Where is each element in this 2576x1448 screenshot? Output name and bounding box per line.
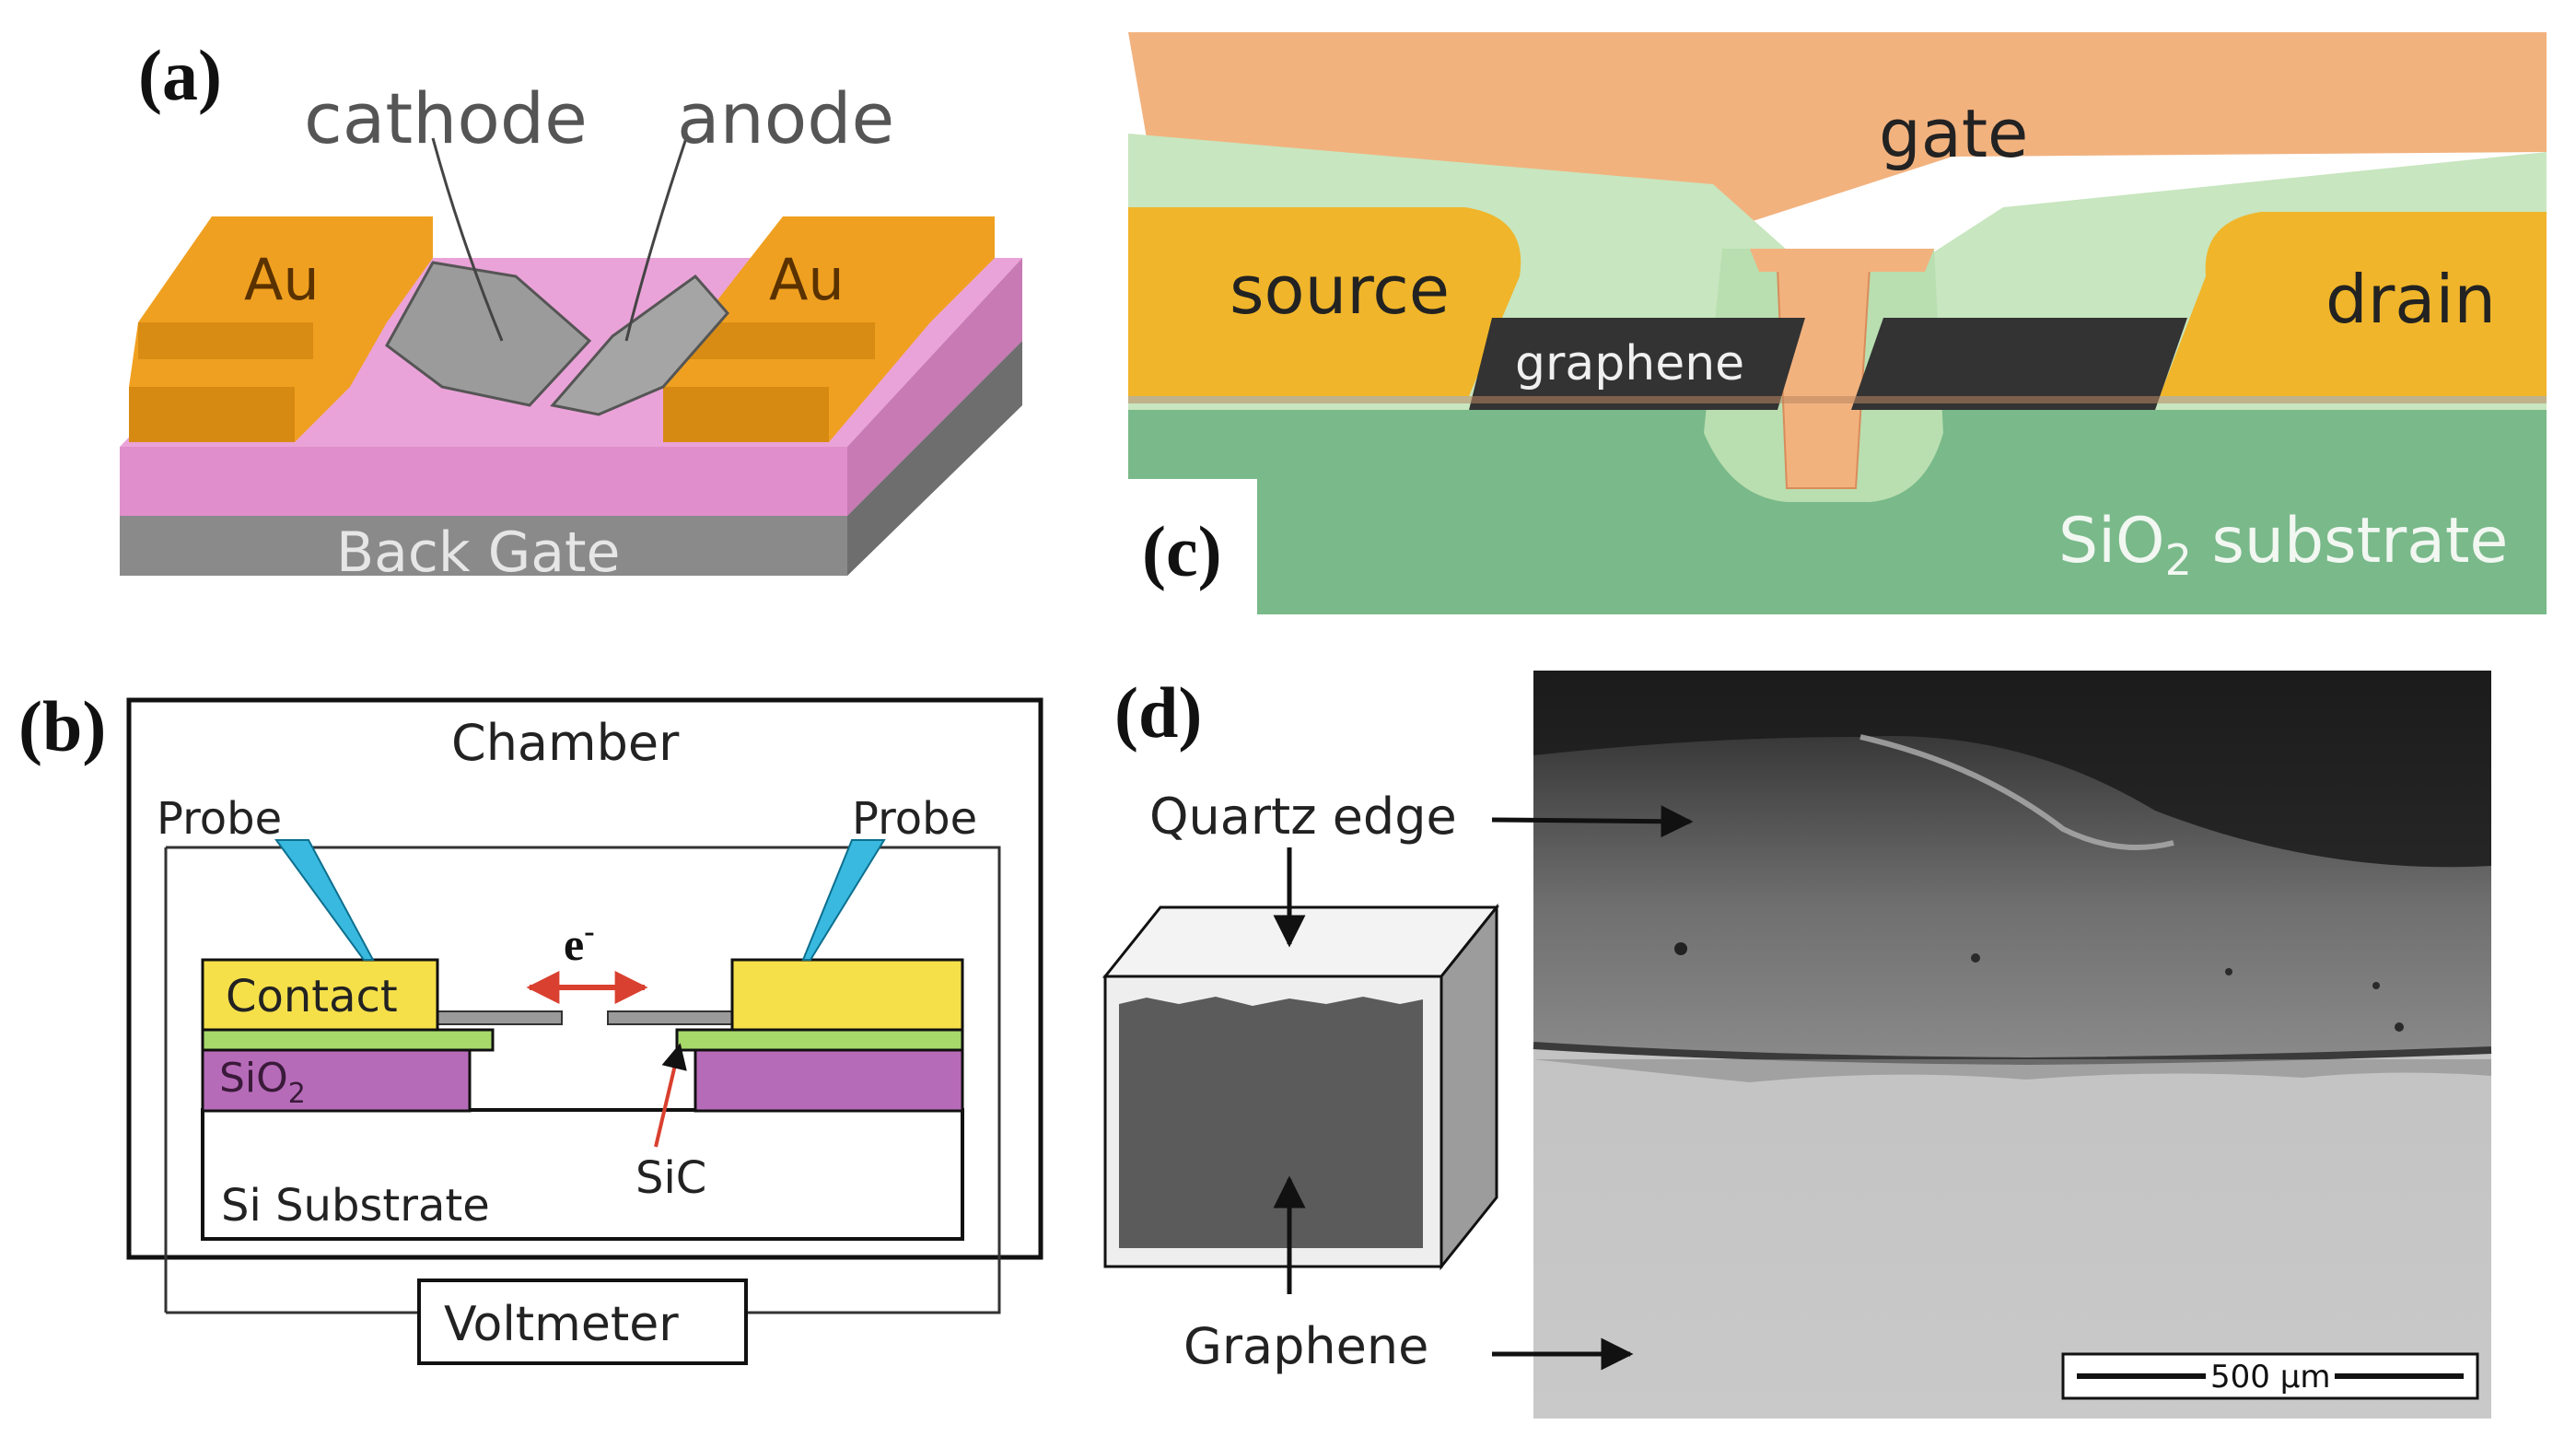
cathode-leader: [431, 137, 504, 342]
sic-layer-left: [201, 1028, 495, 1052]
au-electrode-left: [129, 216, 433, 442]
graphene-label: Graphene: [1183, 1317, 1428, 1375]
voltmeter-label: Voltmeter: [444, 1297, 679, 1352]
au-right-label: Au: [769, 246, 845, 313]
anode-leader: [624, 137, 688, 342]
au-left-label: Au: [244, 246, 320, 313]
panel-b-letter: (b): [18, 686, 106, 766]
electron-label: e-: [564, 915, 595, 970]
graphene-film: [1119, 997, 1423, 1248]
panel-c: gate source drain graphene SiO2 substrat…: [1128, 32, 2547, 614]
cathode-flake: [385, 261, 592, 407]
voltmeter-box: [417, 1279, 748, 1365]
panel-a-letter: (a): [138, 35, 222, 115]
contact-strip: [1128, 396, 2547, 403]
graphene-left: [1469, 318, 1805, 410]
chamber-label: Chamber: [451, 714, 680, 772]
emitter-left: [432, 1010, 563, 1025]
sio2-left: [201, 1048, 472, 1113]
panel-c-letter-gap: [1128, 479, 1257, 614]
panel-b: (b) Chamber Si Substrate SiO2 Contact Pr…: [18, 686, 1043, 1365]
drain-electrode: [2160, 212, 2547, 396]
panel-a: (a) cathode anode Au Au Back Gat: [120, 35, 1022, 585]
panel-d-letter: (d): [1114, 672, 1202, 753]
chamber-box: [126, 697, 1043, 1260]
au-electrode-right: [663, 216, 995, 442]
substrate-label: SiO2 substrate: [2058, 505, 2508, 585]
sic-layer-right: [675, 1028, 964, 1052]
sio2-right: [694, 1048, 964, 1113]
scale-bar-label: 500 µm: [2210, 1359, 2330, 1395]
probe-right: [801, 839, 886, 961]
gate-label: gate: [1879, 95, 2028, 172]
sem-image: [1533, 671, 2492, 1419]
gate-cap: [1750, 249, 1934, 272]
quartz-cube: [1102, 903, 1500, 1271]
back-gate-front: [120, 516, 847, 576]
probe-left: [274, 839, 375, 961]
source-label: source: [1230, 251, 1450, 329]
si-substrate: [201, 1108, 964, 1241]
dielectric-front: [120, 447, 847, 516]
quartz-edge-label: Quartz edge: [1149, 788, 1457, 846]
source-electrode: [1128, 207, 1521, 396]
graphene-right: [1851, 318, 2187, 410]
back-gate-side: [847, 341, 1022, 576]
contact-right: [730, 958, 964, 1032]
panel-c-letter: (c): [1142, 511, 1222, 591]
contact-left: [201, 958, 439, 1032]
sic-pointer: [654, 1043, 687, 1148]
gate-stem: [1776, 266, 1871, 489]
cathode-label: cathode: [304, 77, 588, 159]
graphene-label: graphene: [1515, 336, 1744, 391]
anode-label: anode: [677, 77, 894, 159]
panel-d: (d) Quartz edge Graphene: [1102, 671, 2492, 1419]
sic-label: SiC: [635, 1152, 706, 1204]
quartz-edge-pointer: [1491, 805, 1694, 838]
si-substrate-label: Si Substrate: [221, 1180, 490, 1232]
emitter-right: [607, 1010, 738, 1025]
drain-label: drain: [2325, 261, 2496, 338]
dielectric-side: [847, 258, 1022, 516]
contact-label: Contact: [226, 971, 398, 1022]
sio2-label: SiO2: [219, 1055, 306, 1110]
circuit-wire: [164, 846, 1001, 1314]
probe-right-label: Probe: [852, 793, 977, 845]
anode-flake: [550, 274, 729, 416]
probe-left-label: Probe: [157, 793, 282, 845]
back-gate-label: Back Gate: [336, 520, 620, 585]
